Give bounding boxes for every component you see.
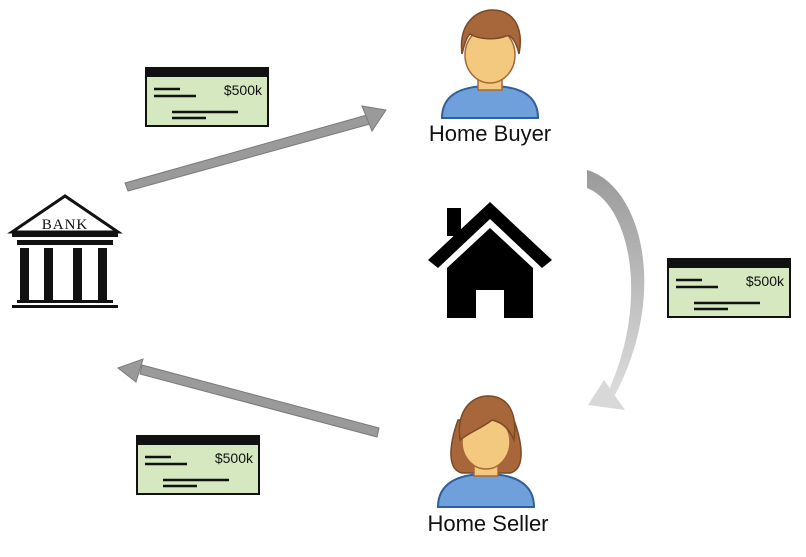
check-seller-to-bank: $500k [136, 435, 260, 495]
check-buyer-to-seller: $500k [667, 258, 791, 318]
bank-label: BANK [42, 217, 89, 233]
arrow-bank-to-buyer [124, 105, 387, 192]
seller-person-icon: Home Seller [427, 395, 549, 536]
bank-icon: BANK [7, 194, 123, 308]
check-amount: $500k [746, 273, 785, 289]
arrow-seller-to-bank [116, 358, 380, 438]
check-bank-to-buyer: $500k [145, 67, 269, 127]
check-amount: $500k [224, 82, 263, 98]
seller-label: Home Seller [427, 511, 548, 536]
check-amount: $500k [215, 450, 254, 466]
house-icon [428, 202, 552, 318]
buyer-label: Home Buyer [429, 121, 551, 146]
arrow-buyer-to-seller [587, 170, 645, 410]
buyer-person-icon: Home Buyer [429, 9, 551, 146]
